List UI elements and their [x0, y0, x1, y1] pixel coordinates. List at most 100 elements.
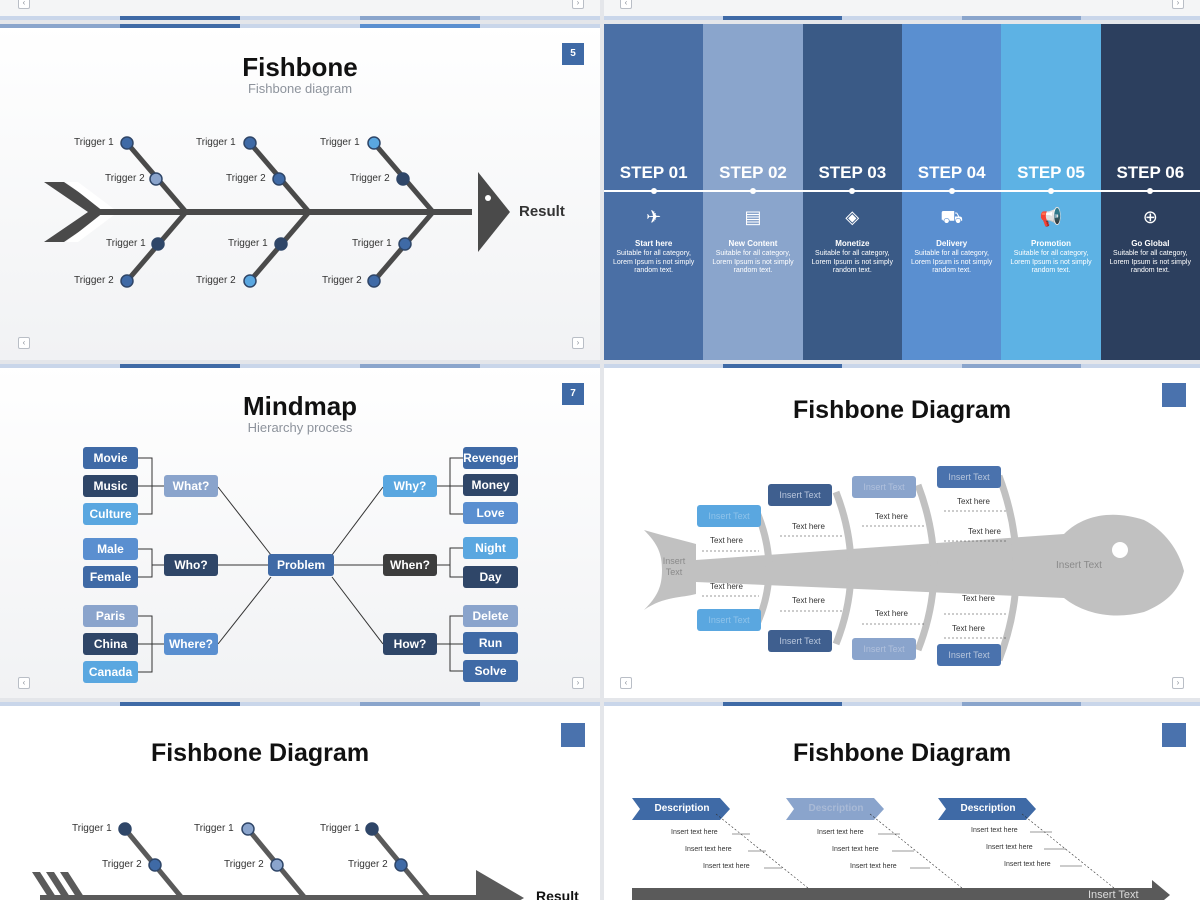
fishbone-item: Text here — [710, 536, 743, 545]
cause-box[interactable]: Insert Text — [768, 484, 832, 506]
trigger-label: Trigger 1 — [194, 823, 234, 834]
mindmap-leaf-node[interactable]: Revenger — [463, 447, 518, 469]
steps-timeline — [604, 190, 1200, 192]
step-label: STEP 06 — [1116, 163, 1185, 182]
trigger-label: Trigger 2 — [348, 859, 388, 870]
mindmap-leaf-node[interactable]: Male — [83, 538, 138, 560]
trigger-label: Trigger 2 — [224, 859, 264, 870]
mindmap-connectors — [138, 457, 463, 673]
mindmap-leaf-node[interactable]: Night — [463, 537, 518, 559]
mindmap-question-node[interactable]: When? — [383, 554, 437, 576]
fishbone-item: Text here — [710, 582, 743, 591]
slide-fishbone-2[interactable]: Fishbone Diagram Trigger 1 Trigger 2 Tri… — [0, 702, 600, 900]
slide-fishbone-gray[interactable]: Fishbone Diagram Insert Text Insert Text… — [604, 364, 1200, 698]
fishbone-item: Text here — [957, 497, 990, 506]
cause-box[interactable]: Insert Text — [697, 609, 761, 631]
cause-box[interactable]: Insert Text — [768, 630, 832, 652]
corner-square — [1162, 383, 1186, 407]
mindmap-question-node[interactable]: Where? — [164, 633, 218, 655]
trigger-label: Trigger 2 — [196, 275, 236, 286]
mindmap-leaf-node[interactable]: Canada — [83, 661, 138, 683]
slide-title: Mindmap — [242, 391, 358, 421]
insert-item: Insert text here — [986, 844, 1033, 851]
newspaper-icon: ▤ — [744, 207, 762, 227]
bar-label: Insert Text — [1088, 889, 1139, 900]
insert-item: Insert text here — [832, 846, 879, 853]
prev-slide-button[interactable]: ‹ — [18, 677, 30, 689]
step-description: Suitable for all category, Lorem Ipsum i… — [1109, 250, 1191, 274]
mindmap-leaf-node[interactable]: Money — [463, 474, 518, 496]
node-dot — [243, 136, 257, 150]
page-number-badge: 5 — [562, 43, 584, 65]
node-dot — [398, 237, 412, 251]
mindmap-leaf-node[interactable]: Delete — [463, 605, 518, 627]
slide-top-right: ‹ › — [604, 0, 1200, 20]
page-number-badge: 7 — [562, 383, 584, 405]
mindmap-question-node[interactable]: Who? — [164, 554, 218, 576]
prev-slide-button[interactable]: ‹ — [18, 337, 30, 349]
prev-slide-button[interactable]: ‹ — [620, 0, 632, 9]
next-slide-button[interactable]: › — [572, 677, 584, 689]
trigger-label: Trigger 1 — [106, 238, 146, 249]
node-dot — [120, 274, 134, 288]
slide-mindmap[interactable]: Mindmap Hierarchy process 7 Problem What… — [0, 364, 600, 698]
mindmap-leaf-node[interactable]: Paris — [83, 605, 138, 627]
insert-item: Insert text here — [671, 829, 718, 836]
mindmap-leaf-node[interactable]: Music — [83, 475, 138, 497]
cause-box[interactable]: Insert Text — [697, 505, 761, 527]
next-slide-button[interactable]: › — [1172, 0, 1184, 9]
next-slide-button[interactable]: › — [572, 337, 584, 349]
mindmap-leaf-node[interactable]: Solve — [463, 660, 518, 682]
cause-box[interactable]: Insert Text — [852, 638, 916, 660]
node-dot — [149, 172, 163, 186]
step-label: STEP 03 — [818, 163, 887, 182]
truck-icon: ⛟ — [940, 207, 963, 227]
slide-stripe — [604, 702, 1200, 706]
fishbone-diagram — [44, 136, 510, 288]
node-dot — [394, 858, 408, 872]
mindmap-question-node[interactable]: How? — [383, 633, 437, 655]
next-slide-button[interactable]: › — [572, 0, 584, 9]
step-name: Start here — [634, 239, 673, 248]
mindmap-leaf-node[interactable]: Female — [83, 566, 138, 588]
mindmap-question-node[interactable]: Why? — [383, 475, 437, 497]
node-dot — [396, 172, 410, 186]
insert-item: Insert text here — [817, 829, 864, 836]
mindmap-leaf-node[interactable]: Day — [463, 566, 518, 588]
slide-top-left: ‹ › — [0, 0, 600, 20]
insert-item: Insert text here — [850, 863, 897, 870]
node-dot — [270, 858, 284, 872]
mindmap-question-node[interactable]: What? — [164, 475, 218, 497]
cause-box[interactable]: Insert Text — [937, 644, 1001, 666]
description-fishbone — [632, 798, 1170, 900]
mindmap-leaf-node[interactable]: Culture — [83, 503, 138, 525]
prev-slide-button[interactable]: ‹ — [620, 677, 632, 689]
slide-fishbone[interactable]: Fishbone Fishbone diagram 5 Trigger 1 — [0, 24, 600, 360]
mindmap-leaf-node[interactable]: China — [83, 633, 138, 655]
slide-title: Fishbone Diagram — [792, 396, 1012, 424]
mindmap-leaf-node[interactable]: Love — [463, 502, 518, 524]
fishbone-item: Text here — [875, 512, 908, 521]
gray-fish-diagram — [644, 474, 1184, 662]
mindmap-leaf-node[interactable]: Movie — [83, 447, 138, 469]
mindmap-leaf-node[interactable]: Run — [463, 632, 518, 654]
trigger-label: Trigger 2 — [226, 173, 266, 184]
slide-title: Fishbone Diagram — [150, 739, 370, 767]
cause-box[interactable]: Insert Text — [937, 466, 1001, 488]
fishbone-item: Text here — [792, 522, 825, 531]
trigger-label: Trigger 1 — [320, 137, 360, 148]
prev-slide-button[interactable]: ‹ — [18, 0, 30, 9]
cause-box[interactable]: Insert Text — [852, 476, 916, 498]
node-dot — [148, 858, 162, 872]
slide-fishbone-3[interactable]: Fishbone Diagram Description Description… — [604, 702, 1200, 900]
next-slide-button[interactable]: › — [1172, 677, 1184, 689]
mindmap-center-node[interactable]: Problem — [268, 554, 334, 576]
description-tag: Description — [654, 803, 710, 814]
slide-title: Fishbone Diagram — [792, 739, 1012, 767]
